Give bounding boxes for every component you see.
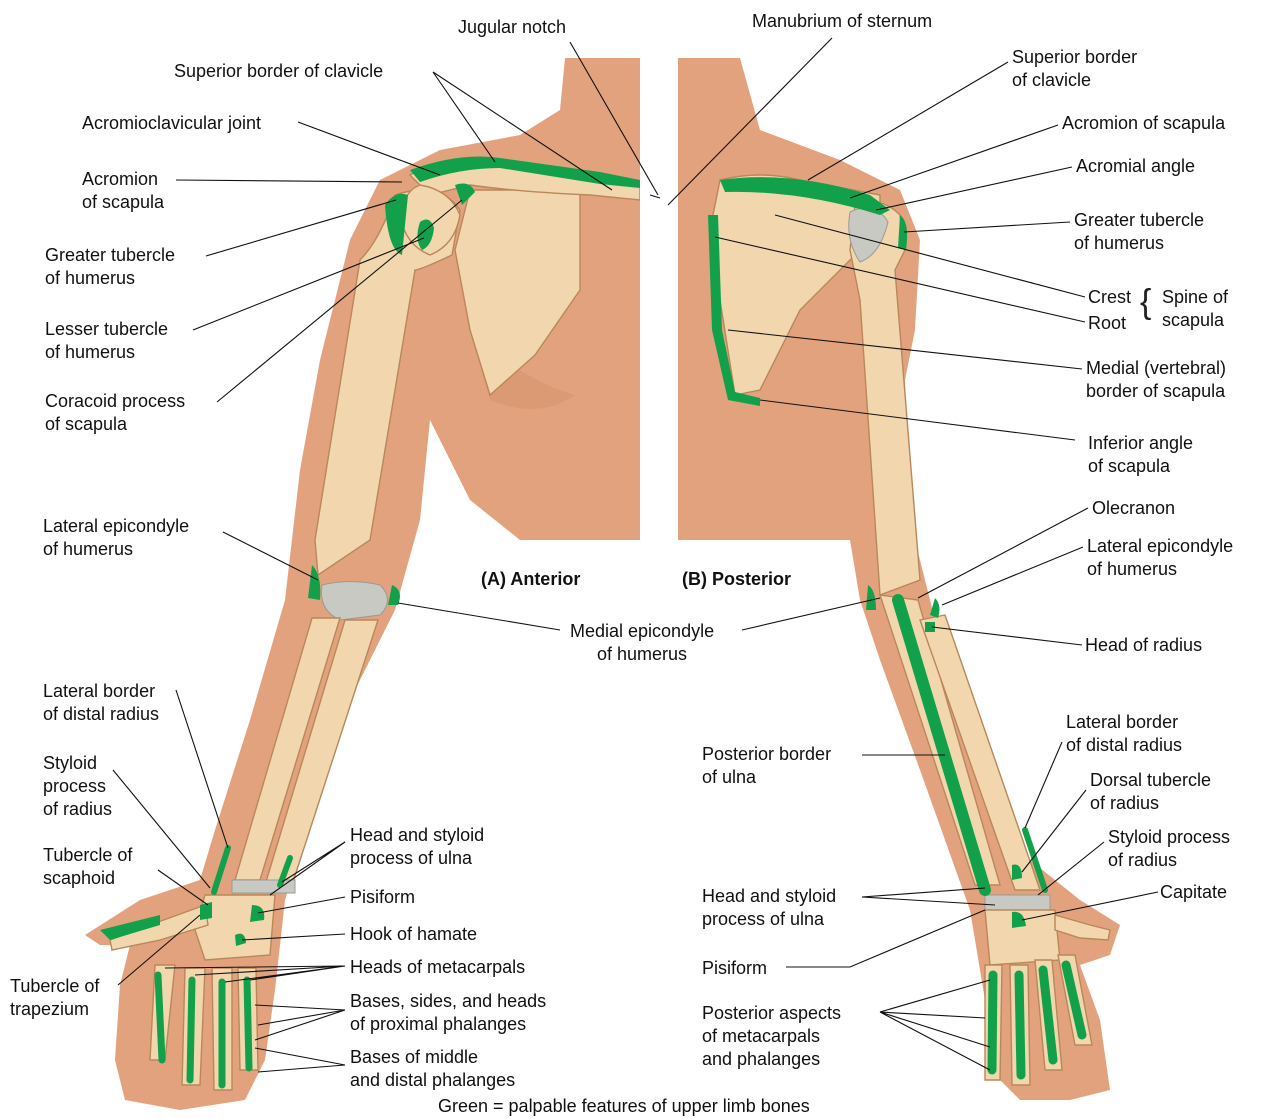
label-head-of-radius: Head of radius: [1085, 634, 1202, 657]
label-pisiform-a: Pisiform: [350, 886, 415, 909]
label-olecranon: Olecranon: [1092, 497, 1175, 520]
label-heads-metacarpals: Heads of metacarpals: [350, 956, 525, 979]
legend-caption: Green = palpable features of upper limb …: [438, 1095, 810, 1118]
label-jugular-notch: Jugular notch: [458, 16, 566, 39]
label-manubrium: Manubrium of sternum: [752, 10, 932, 33]
label-pisiform-b: Pisiform: [702, 957, 767, 980]
label-capitate: Capitate: [1160, 881, 1227, 904]
spine-brace: {: [1140, 282, 1151, 322]
label-superior-border-clavicle-a: Superior border of clavicle: [174, 60, 383, 83]
label-hook-hamate: Hook of hamate: [350, 923, 477, 946]
label-root: Root: [1088, 312, 1126, 335]
label-crest: Crest: [1088, 286, 1131, 309]
label-acromial-angle: Acromial angle: [1076, 155, 1195, 178]
label-medial-border: Medial (vertebral)border of scapula: [1086, 357, 1226, 403]
label-acromioclavicular-joint: Acromioclavicular joint: [82, 112, 261, 135]
view-title-posterior: (B) Posterior: [682, 568, 791, 591]
label-acromion-b: Acromion of scapula: [1062, 112, 1225, 135]
view-title-anterior: (A) Anterior: [481, 568, 580, 591]
